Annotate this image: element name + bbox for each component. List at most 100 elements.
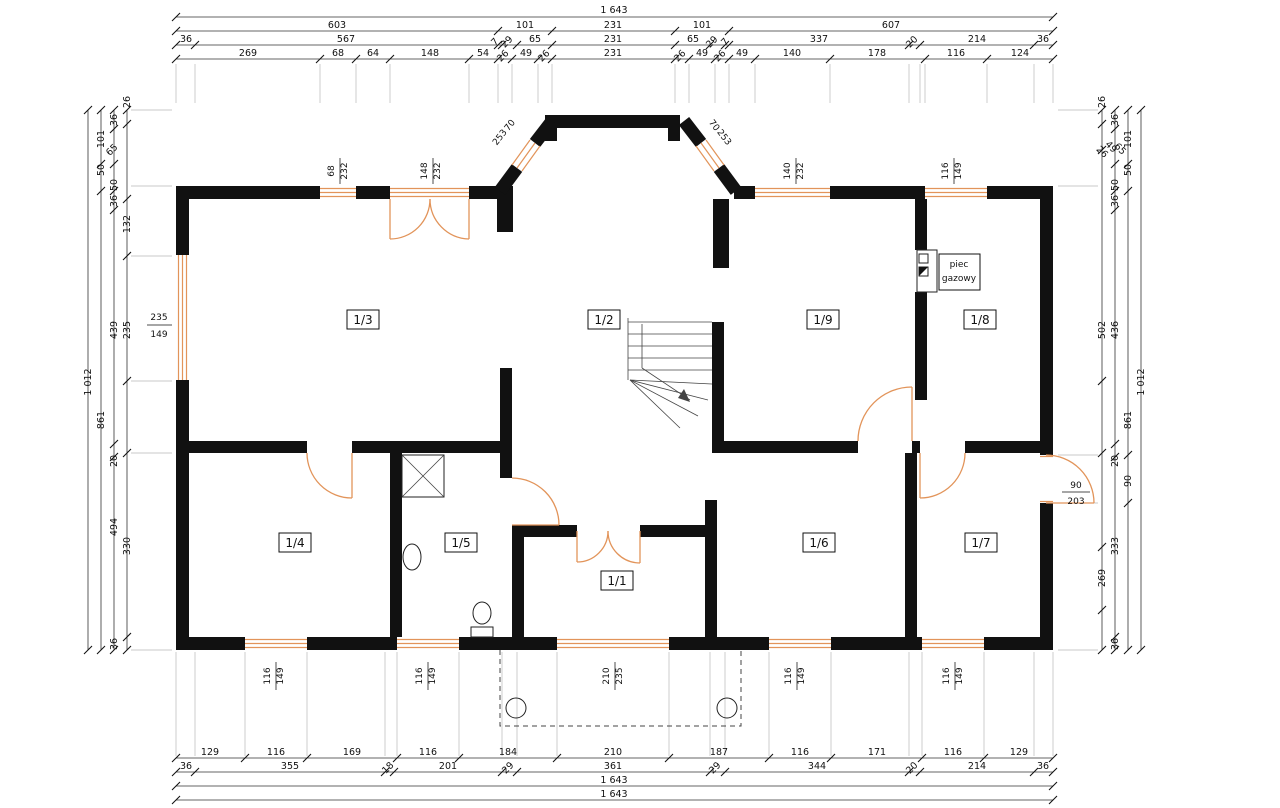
dim-label: 129 [201,747,219,758]
dim-label: 235 [122,321,133,339]
dim-label: 269 [1097,569,1108,587]
window-bay-right-70x253 [695,139,725,172]
dim-label: 169 [343,747,361,758]
dim-label: 116 [944,747,962,758]
dim-label: 1 012 [83,368,94,395]
dim-column-right: 26 36 26 49 65 101 50 50 36 502 436 861 … [1094,96,1147,655]
dim-label: 7 [719,36,731,48]
dim-label: 214 [968,761,986,772]
window-size-label: 149 [276,667,286,684]
entry-door-210x235 [557,638,669,649]
door-room-1-5 [511,477,560,526]
window-235x149-left [177,255,188,380]
extension-lines-top [175,64,1054,103]
double-door-room-1-1-left [576,530,609,563]
gas-furnace: piec gazowy [916,249,981,293]
dim-label: 49 [736,48,748,59]
dim-row-top-2: 603 101 231 101 607 [171,20,1058,36]
room-label-1-9: 1/9 [806,309,840,330]
window-140x232 [755,187,830,198]
room-label: 1/9 [813,313,832,327]
extension-lines-left [131,109,172,651]
dim-label: 50 [1110,179,1121,191]
window-size-label: 235 [150,313,167,323]
window-size-label: 232 [796,162,806,179]
window-size-label: 149 [954,162,964,179]
window-116x149-bottom-4 [922,638,984,649]
window-116x149-bottom-1 [245,638,307,649]
dim-label: 607 [882,20,900,31]
dim-label: 20 [109,455,120,467]
room-label-1-2: 1/2 [587,309,621,330]
dim-label: 1 012 [1136,368,1147,395]
dim-label: 50 [96,164,107,176]
window-size-label: 232 [433,162,443,179]
window-68x232 [320,187,356,198]
window-size-label: 253 [714,128,732,148]
dim-label: 36 [1110,114,1121,126]
dim-label: 861 [96,411,107,429]
dim-label: 50 [1123,164,1134,176]
room-label-1-3: 1/3 [346,309,380,330]
dim-label: 101 [516,20,534,31]
dim-label: 187 [710,747,728,758]
room-label: 1/8 [970,313,989,327]
window-size-label: 232 [340,162,350,179]
dim-label: 36 [1037,34,1049,45]
dim-label: 124 [1011,48,1029,59]
dim-row-bottom-2: 36 355 18 201 29 361 29 344 20 214 36 [171,760,1058,776]
dim-label: 355 [281,761,299,772]
stairs [627,318,713,429]
room-label: 1/7 [971,536,990,550]
furnace-label-line2: gazowy [942,274,977,284]
dim-label: 1 643 [600,775,627,786]
dim-label: 29 [500,760,516,776]
window-size-label: 149 [428,667,438,684]
french-door-left-swing [389,198,431,240]
dim-label: 64 [367,48,379,59]
dim-label: 337 [810,34,828,45]
dim-label: 603 [328,20,346,31]
dim-label: 26 [536,48,552,64]
window-size-label: 149 [955,667,965,684]
door-size-label: 210 [602,667,612,684]
exterior-door-90x203 [1045,454,1095,504]
dim-label: 178 [868,48,886,59]
dim-label: 344 [808,761,826,772]
furnace-symbol-1 [918,253,929,264]
window-size-label: 140 [783,162,793,179]
dim-label: 1 643 [600,789,627,800]
room-label: 1/1 [607,574,626,588]
walls [176,115,1053,650]
door-size-label: 235 [615,667,625,684]
room-label-1-4: 1/4 [278,532,312,553]
furnace-label-line1: piec [950,260,969,270]
door-size-label: 203 [1067,497,1084,507]
dim-row-bottom-1: 129 116 169 116 184 210 187 116 171 116 … [171,747,1058,763]
dim-label: 129 [1010,747,1028,758]
window-size-label: 116 [784,667,794,684]
door-148x232-french [390,187,469,198]
extension-lines-right [1058,109,1098,651]
room-label-1-5: 1/5 [444,532,478,553]
window-size-label: 148 [420,162,430,179]
porch-column-left [505,697,527,719]
dim-label: 50 [109,179,120,191]
bathroom-fixtures [401,454,494,638]
porch-column-right [716,697,738,719]
furnace-label-box [938,253,981,291]
dim-label: 330 [122,537,133,555]
stair-direction-arrow [641,324,691,402]
french-door-right-swing [429,198,470,240]
dim-label: 231 [604,20,622,31]
dim-row-bottom-4: 1 643 [171,789,1058,805]
room-label: 1/6 [809,536,828,550]
dim-label: 214 [968,34,986,45]
dim-label: 65 [687,34,699,45]
room-label: 1/3 [353,313,372,327]
room-label-1-1: 1/1 [600,570,634,591]
room-label-1-7: 1/7 [964,532,998,553]
dim-row-top-4: 269 68 64 148 54 26 49 26 231 26 49 26 4… [171,48,1058,64]
door-room-1-9 [857,386,913,442]
dim-label: 49 [696,48,708,59]
